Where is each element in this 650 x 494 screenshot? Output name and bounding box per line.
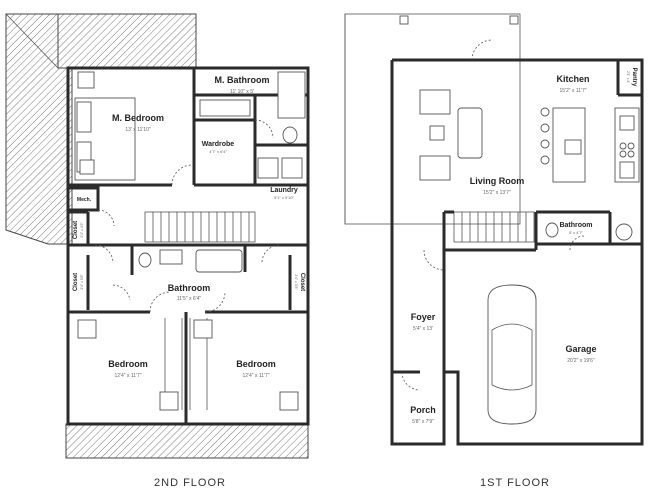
room-name: Foyer: [411, 312, 436, 322]
first-floor-stairs: [453, 211, 535, 243]
room-name: Closet: [299, 273, 305, 291]
room-dim: 15'2" x 11'7": [559, 88, 586, 94]
second-floor-stairs: [152, 212, 250, 242]
room-dim: 12'4" x 11'7": [242, 373, 269, 379]
room-dim: 11' 10" x 5': [230, 89, 254, 95]
master-bed: [74, 71, 136, 181]
room-name: M. Bedroom: [112, 113, 164, 123]
room-name: Pantry: [631, 68, 637, 87]
room-dim: 2'4" x 5'8": [294, 274, 298, 290]
room-dim: 5'1" x 5'10": [274, 195, 294, 200]
shower: [277, 71, 306, 119]
car: [487, 284, 537, 425]
room-name: Bedroom: [236, 359, 276, 369]
washer: [257, 157, 279, 179]
room-dim: 5'8" x 7'9": [412, 419, 434, 425]
first-floor-plan: [344, 13, 644, 446]
room-dim: 2'4" x 5'8": [80, 274, 84, 290]
first-floor-outer-wall: [390, 58, 644, 446]
room-dim: 2'1" x 4': [626, 71, 630, 83]
floor-label: 1ST FLOOR: [480, 477, 550, 489]
floor-label: 2ND FLOOR: [154, 477, 226, 489]
room-name: Mech.: [77, 197, 92, 203]
room-name: Laundry: [270, 187, 298, 194]
room-dim: 11'5" x 6'4": [177, 296, 201, 302]
toilet: [282, 126, 298, 144]
double-vanity: [199, 99, 251, 117]
second-floor-plan: [5, 13, 310, 459]
room-name: Closet: [73, 221, 79, 239]
room-name: Porch: [410, 405, 436, 415]
room-name: Bathroom: [168, 283, 211, 293]
room-name: Bathroom: [559, 222, 592, 229]
dryer: [281, 157, 303, 179]
room-name: Closet: [73, 273, 79, 291]
balcony: [65, 423, 309, 459]
room-name: Bedroom: [108, 359, 148, 369]
living-room-furniture: [419, 89, 483, 181]
room-dim: 12'4" x 11'7": [114, 373, 141, 379]
room-dim: 13' x 11'10": [125, 127, 151, 133]
room-dim: 5' x 4'7": [569, 230, 583, 235]
room-name: Kitchen: [556, 74, 589, 84]
room-name: Garage: [565, 344, 596, 354]
room-dim: 2'4" x 4'3": [80, 222, 84, 238]
roof-top: [57, 13, 197, 69]
room-dim: 4'7" x 6'4": [209, 149, 227, 154]
room-dim: 15'2" x 13'7": [483, 190, 511, 196]
room-name: Wardrobe: [202, 141, 235, 148]
room-name: Living Room: [470, 176, 525, 186]
room-name: M. Bathroom: [215, 75, 270, 85]
room-dim: 20'2" x 19'6": [567, 358, 595, 364]
room-dim: 5'4" x 13': [413, 326, 433, 332]
